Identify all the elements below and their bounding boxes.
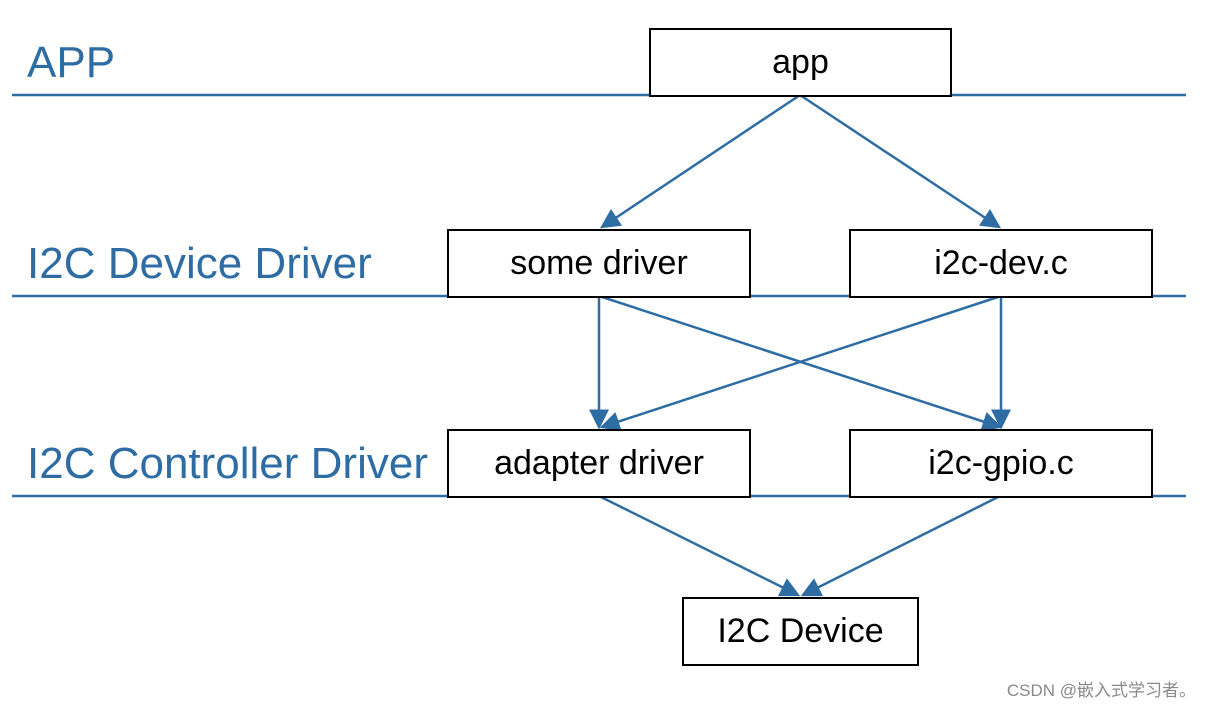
layer-label-app: APP: [27, 38, 116, 87]
node-some-driver: some driver: [447, 229, 751, 298]
node-i2c-dev: i2c-dev.c: [849, 229, 1153, 298]
node-i2c-device: I2C Device: [682, 597, 919, 666]
node-i2c-gpio: i2c-gpio.c: [849, 429, 1153, 498]
layer-label-controller-driver: I2C Controller Driver: [27, 439, 428, 488]
layer-label-device-driver: I2C Device Driver: [27, 239, 372, 288]
arrow-adapter-driver-to-i2c-device: [598, 494, 801, 597]
arrow-i2c-gpio-to-i2c-device: [800, 494, 1001, 597]
arrow-app-to-i2c-dev: [799, 93, 1002, 229]
arrow-app-to-some-driver: [599, 93, 801, 229]
arrow-i2c-dev-to-adapter-driver: [599, 294, 1002, 432]
node-app: app: [649, 28, 952, 97]
watermark-text: CSDN @嵌入式学习者。: [1006, 681, 1196, 700]
node-adapter-driver: adapter driver: [447, 429, 751, 498]
